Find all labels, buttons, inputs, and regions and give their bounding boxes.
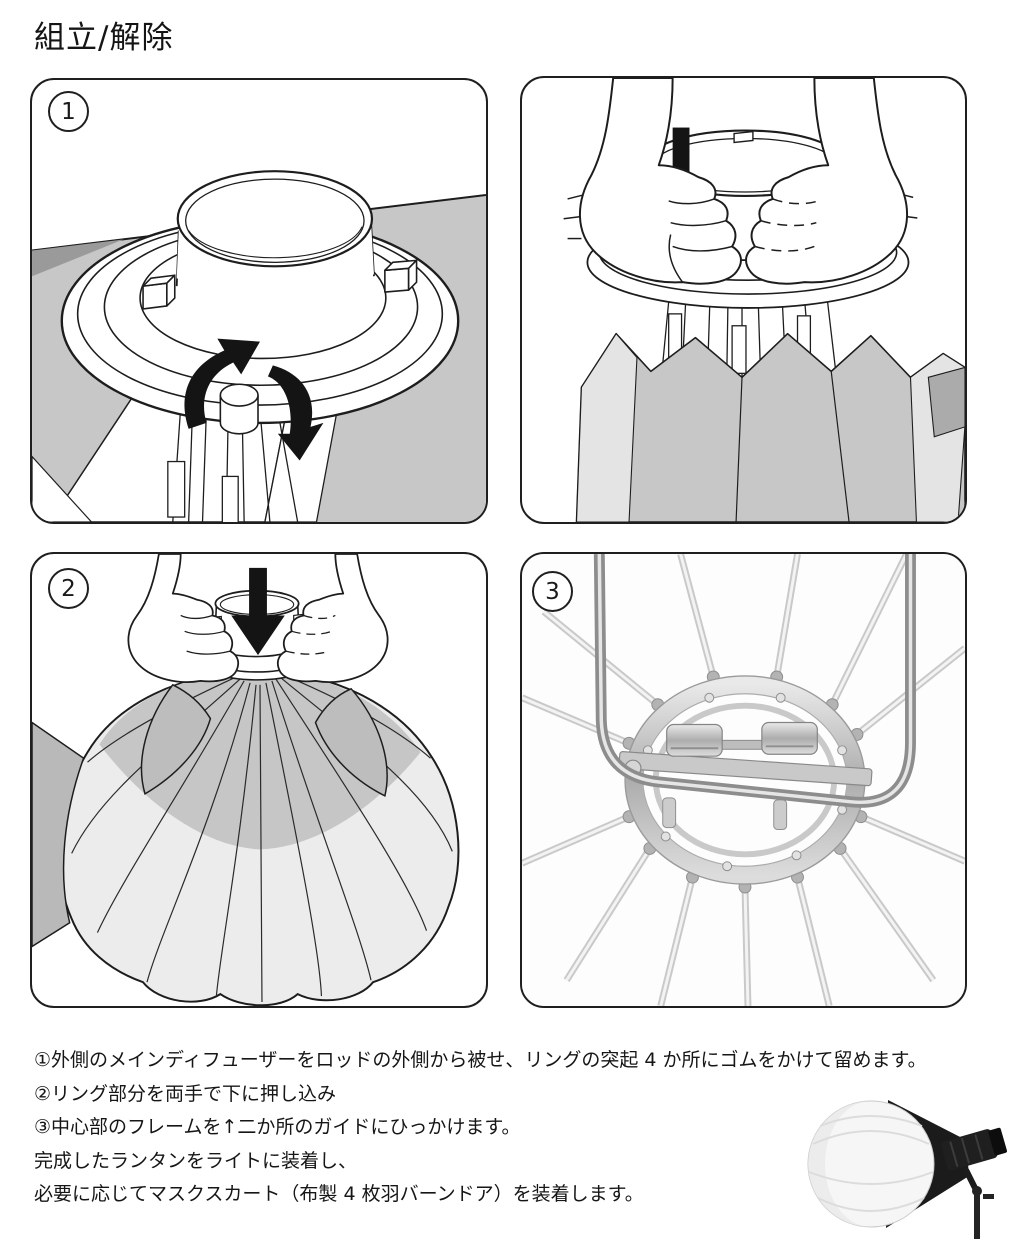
panel-step2-push-down: 2 [30,552,488,1008]
hands-press-ring-illustration [563,78,965,522]
white-rods [522,554,965,1006]
panel-step3-frame-hook: 3 [520,552,967,1008]
lantern-on-light-illustration [807,1100,1007,1239]
instruction-line-4: 完成したランタンをライトに装着し、 [34,1149,358,1172]
metal-frame-tube [593,554,916,808]
lock-knob [219,383,259,435]
center-bracket [618,721,873,831]
lantern-on-light-photo [796,1088,1011,1239]
studio-light [941,1127,1007,1171]
instruction-line-3: ③中心部のフレームを↑二か所のガイドにひっかけます。 [34,1116,521,1138]
speedring-rotate-illustration [32,170,486,522]
left-hand [563,78,742,285]
panel-step1-speedring: 1 [30,78,488,524]
right-hand [745,78,924,285]
lantern-sphere [807,1100,935,1228]
speedring-disc [60,170,460,425]
step-number-badge: 2 [48,568,89,609]
lantern-push-illustration [32,554,460,1006]
step-number-badge: 1 [48,91,89,132]
light-stand [963,1168,994,1239]
rotate-arrows-icon [184,338,324,461]
lantern-fabric [575,332,965,522]
right-hand [276,554,389,683]
lantern-body [32,669,460,1006]
panel-step1-press-ring [520,76,967,524]
ring-tabs [142,259,418,310]
rod-hub-photo [522,554,965,1006]
instructions-list: ①外側のメインディフューザーをロッドの外側から被せ、リングの突起 4 か所にゴム… [34,1044,927,1212]
left-hand [127,554,240,683]
step-number-badge: 3 [532,571,573,612]
instruction-line-5: 必要に応じてマスクスカート（布製 4 枚羽バーンドア）を装着します。 [34,1183,644,1205]
down-arrow-icon [231,567,285,656]
instruction-line-2: ②リング部分を両手で下に押し込み [34,1082,337,1105]
instruction-line-1: ①外側のメインディフューザーをロッドの外側から被せ、リングの突起 4 か所にゴム… [34,1049,927,1071]
page-title: 組立/解除 [34,20,174,56]
